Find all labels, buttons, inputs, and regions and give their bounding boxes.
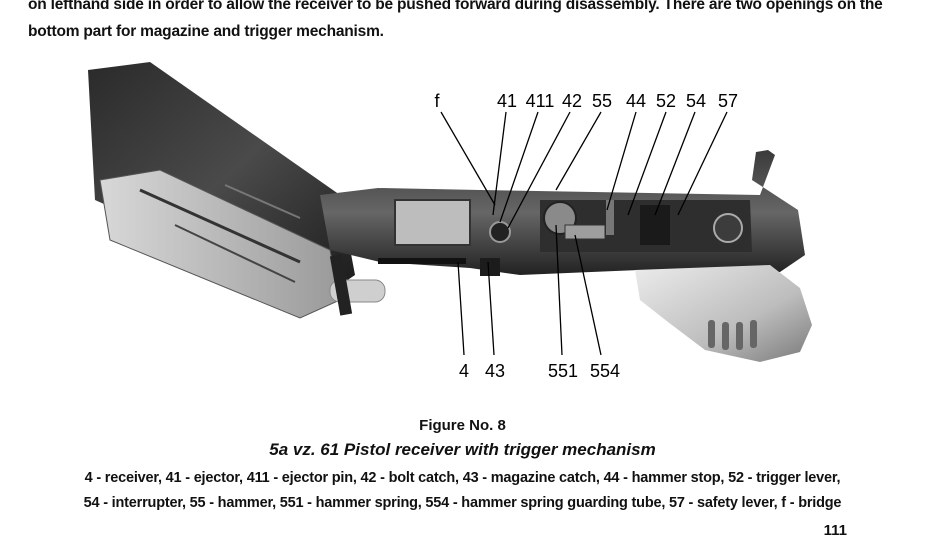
label-44: 44 xyxy=(626,91,646,111)
label-55: 55 xyxy=(592,91,612,111)
label-554: 554 xyxy=(590,361,620,381)
label-52: 52 xyxy=(656,91,676,111)
page-number: 111 xyxy=(823,522,847,539)
label-551: 551 xyxy=(548,361,578,381)
label-411: 411 xyxy=(526,91,555,111)
label-f: f xyxy=(434,91,440,111)
receiver-photo-figure: f 41 411 42 55 44 52 54 57 4 43 551 554 xyxy=(88,62,812,381)
label-54: 54 xyxy=(686,91,706,111)
magazine-part xyxy=(88,62,386,319)
figure-number: Figure No. 8 xyxy=(419,417,506,434)
label-4: 4 xyxy=(459,361,469,381)
label-42: 42 xyxy=(562,91,582,111)
receiver-body xyxy=(320,150,805,276)
legend-line-2: 54 - interrupter, 55 - hammer, 551 - ham… xyxy=(83,495,842,511)
legend-line-1: 4 - receiver, 41 - ejector, 411 - ejecto… xyxy=(84,470,841,486)
leader-lines xyxy=(440,111,728,356)
intro-paragraph: on lefthand side in order to allow the r… xyxy=(28,0,883,40)
figure-title: 5a vz. 61 Pistol receiver with trigger m… xyxy=(269,440,656,459)
figure-legend: 4 - receiver, 41 - ejector, 411 - ejecto… xyxy=(40,466,885,516)
label-41: 41 xyxy=(497,91,517,111)
pistol-grip xyxy=(635,265,812,362)
label-57: 57 xyxy=(718,91,738,111)
label-43: 43 xyxy=(485,361,505,381)
